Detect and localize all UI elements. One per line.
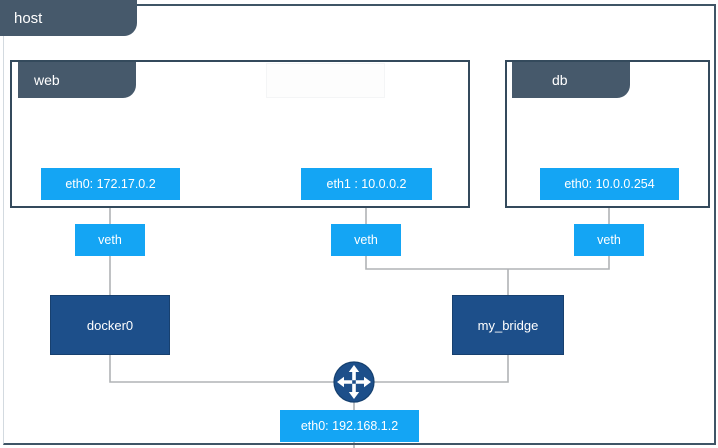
container-label-web: web xyxy=(34,72,60,88)
router-four-arrows-icon xyxy=(333,361,375,403)
host-label: host xyxy=(14,9,43,27)
veth-3[interactable]: veth xyxy=(574,224,644,256)
interface-label: eth0: 172.17.0.2 xyxy=(65,177,156,191)
router-node[interactable] xyxy=(332,360,376,404)
interface-label: eth1 : 10.0.0.2 xyxy=(326,177,407,191)
interface-host-eth0[interactable]: eth0: 192.168.1.2 xyxy=(280,410,419,442)
interface-web-eth1[interactable]: eth1 : 10.0.0.2 xyxy=(301,168,432,200)
container-label-db: db xyxy=(552,72,568,88)
interface-web-eth0[interactable]: eth0: 172.17.0.2 xyxy=(41,168,180,200)
container-tab-web: web xyxy=(18,62,136,98)
veth-label: veth xyxy=(597,233,621,247)
ghost-placeholder-rect xyxy=(266,63,385,98)
veth-2[interactable]: veth xyxy=(331,224,401,256)
host-container-box xyxy=(3,4,716,445)
veth-label: veth xyxy=(98,233,122,247)
bridge-label: docker0 xyxy=(86,317,134,333)
veth-label: veth xyxy=(354,233,378,247)
bridge-docker0[interactable]: docker0 xyxy=(50,295,170,355)
host-label-tab: host xyxy=(0,0,137,36)
interface-label: eth0: 192.168.1.2 xyxy=(300,419,399,433)
interface-db-eth0[interactable]: eth0: 10.0.0.254 xyxy=(540,168,679,200)
container-tab-db: db xyxy=(512,62,630,98)
veth-1[interactable]: veth xyxy=(75,224,145,256)
interface-label: eth0: 10.0.0.254 xyxy=(564,177,655,191)
bridge-my_bridge[interactable]: my_bridge xyxy=(452,295,564,355)
bridge-label: my_bridge xyxy=(477,317,539,333)
